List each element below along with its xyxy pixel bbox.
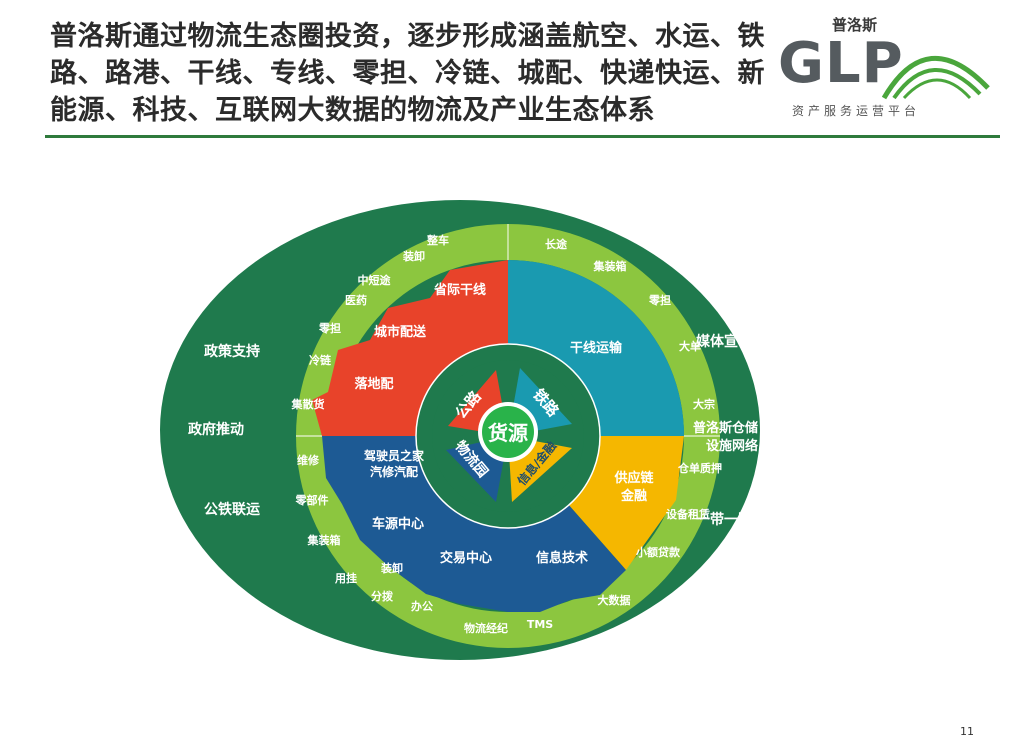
ring-label-dazong: 大宗 xyxy=(693,397,715,411)
ring-label-xiaoe: 小额贷款 xyxy=(635,545,681,559)
logo-brand: GLP xyxy=(778,31,904,96)
ring-label-jisan: 集散货 xyxy=(291,397,325,411)
logo-swoosh-icon xyxy=(882,55,990,100)
ring-label-jizhuangxiang1: 集装箱 xyxy=(307,533,341,547)
ring-label-lingdan2: 零担 xyxy=(648,293,671,307)
glp-logo: 普洛斯 GLP 资产服务运营平台 xyxy=(770,8,995,128)
ring-label-changtu: 长途 xyxy=(545,237,568,251)
title-divider xyxy=(45,135,1000,138)
outer-label-gov: 政府推动 xyxy=(188,421,244,438)
outer-label-glp-net: 普洛斯仓储设施网络 xyxy=(693,420,758,454)
sector-label-vehicle: 车源中心 xyxy=(372,516,424,532)
ring-label-shebei: 设备租赁 xyxy=(666,507,710,521)
ring-label-bangong: 办公 xyxy=(411,599,433,613)
sector-label-trunk-intl: 省际干线 xyxy=(433,282,486,298)
ring-label-lingbujian: 零部件 xyxy=(295,493,329,507)
ring-label-yiyao: 医药 xyxy=(345,293,367,307)
sector-label-last-mile: 落地配 xyxy=(354,376,393,392)
ring-label-zhongduan: 中短途 xyxy=(358,273,392,287)
outer-label-policy: 政策支持 xyxy=(204,343,260,360)
ring-label-dashuju: 大数据 xyxy=(598,593,631,607)
ring-label-cangdan: 仓单质押 xyxy=(677,461,722,475)
ring-label-tms: TMS xyxy=(527,618,553,631)
sector-label-info: 信息技术 xyxy=(536,550,588,566)
sector-label-trunk: 干线运输 xyxy=(570,340,623,356)
ring-label-lenglian: 冷链 xyxy=(309,353,332,367)
ring-label-zhuangxie2: 装卸 xyxy=(380,561,403,575)
ring-label-fenbo: 分拨 xyxy=(371,589,394,603)
sector-label-trade: 交易中心 xyxy=(440,550,492,566)
ecosystem-diagram: 货源 公路 铁路 物流园 信息/金融 省际干线 城市配送 落地配 干线运输 驾驶… xyxy=(160,200,760,660)
ring-label-weixiu: 维修 xyxy=(297,453,320,467)
sector-label-city: 城市配送 xyxy=(374,324,427,340)
page-title: 普洛斯通过物流生态圈投资，逐步形成涵盖航空、水运、铁路、路港、干线、专线、零担、… xyxy=(50,21,765,126)
ring-label-wuliu: 物流经纪 xyxy=(464,621,508,635)
outer-label-belt: 一带一路 xyxy=(696,511,753,528)
logo-cn-name: 普洛斯 xyxy=(832,16,878,34)
ring-label-zhengche: 整车 xyxy=(426,233,449,247)
ring-label-lingdan1: 零担 xyxy=(318,321,341,335)
outer-label-rail-road: 公铁联运 xyxy=(204,501,260,518)
ring-label-dadan: 大单 xyxy=(679,339,701,353)
core-label: 货源 xyxy=(488,421,528,445)
outer-label-media: 媒体宣传 xyxy=(695,333,752,350)
logo-tagline: 资产服务运营平台 xyxy=(792,104,921,118)
sector-label-supply: 供应链金融 xyxy=(613,470,654,504)
ring-label-yonglue: 用挂 xyxy=(335,571,357,585)
core-circle xyxy=(482,406,534,458)
ring-label-jizhuangxiang2: 集装箱 xyxy=(593,259,627,273)
ring-label-zhuangxie1: 装卸 xyxy=(402,249,425,263)
sector-label-driver: 驾驶员之家汽修汽配 xyxy=(363,448,425,479)
page-number: 11 xyxy=(960,725,974,738)
